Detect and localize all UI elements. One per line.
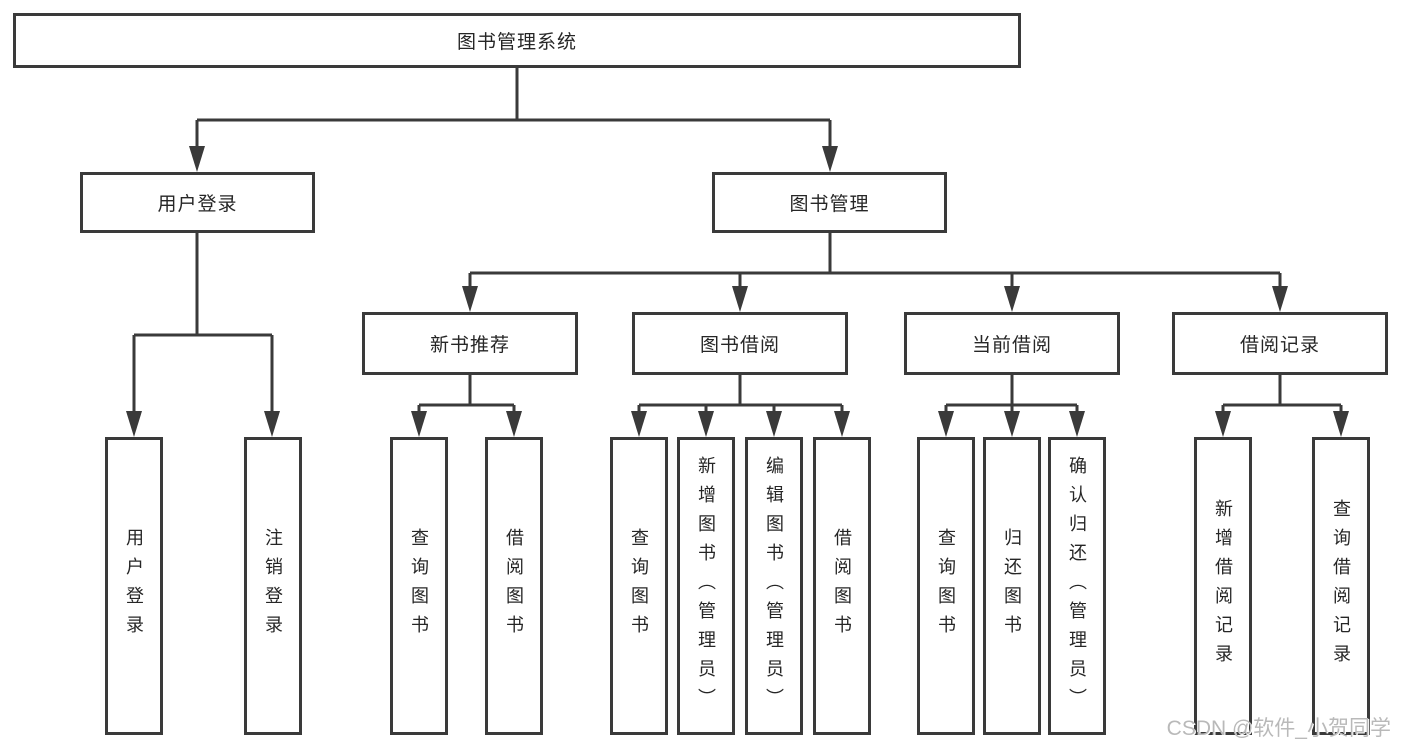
arrow-head [1215,411,1231,437]
arrow-head [938,411,954,437]
arrow-head [732,286,748,312]
connector-path [468,233,1282,290]
node-borrow-records: 借阅记录 [1172,312,1388,375]
node-label: 注销登录 [263,528,283,644]
leaf-confirm-return-admin: 确认归还（管理员） [1048,437,1106,735]
node-label: 借阅图书 [832,528,852,644]
connector-path [1221,375,1343,415]
arrow-head [834,411,850,437]
arrow-head [462,286,478,312]
node-label: 查询图书 [936,528,956,644]
node-label: 图书管理 [789,194,870,215]
arrow-head [1272,286,1288,312]
node-label: 当前借阅 [971,335,1052,356]
node-label: 图书管理系统 [456,32,577,53]
leaf-query-books-current: 查询图书 [917,437,975,735]
arrow-head [766,411,782,437]
node-label: 用户登录 [157,194,238,215]
node-label: 归还图书 [1002,528,1022,644]
connector-path [195,68,832,150]
node-label: 查询图书 [409,528,429,644]
arrow-head [506,411,522,437]
leaf-add-borrow-record: 新增借阅记录 [1194,437,1252,735]
node-current-borrow: 当前借阅 [904,312,1120,375]
connector-path [944,375,1079,415]
node-library-system: 图书管理系统 [13,13,1021,68]
leaf-borrow-book: 借阅图书 [813,437,871,735]
leaf-query-borrow-record: 查询借阅记录 [1312,437,1370,735]
arrow-head [1333,411,1349,437]
arrow-head [1004,286,1020,312]
connector-path [132,233,274,415]
arrow-head [264,411,280,437]
arrow-head [411,411,427,437]
leaf-return-book: 归还图书 [983,437,1041,735]
node-label: 借阅记录 [1239,335,1320,356]
node-new-book-recommend: 新书推荐 [362,312,578,375]
arrow-head [1069,411,1085,437]
arrow-head [1004,411,1020,437]
leaf-query-books-recommend: 查询图书 [390,437,448,735]
leaf-query-books-borrow: 查询图书 [610,437,668,735]
leaf-add-book-admin: 新增图书（管理员） [677,437,735,735]
node-label: 编辑图书（管理员） [764,455,784,717]
node-label: 新增借阅记录 [1213,499,1233,673]
arrow-head [189,146,205,172]
node-book-borrow: 图书借阅 [632,312,848,375]
node-label: 查询图书 [629,528,649,644]
leaf-edit-book-admin: 编辑图书（管理员） [745,437,803,735]
leaf-user-login: 用户登录 [105,437,163,735]
leaf-borrow-book-recommend: 借阅图书 [485,437,543,735]
arrow-head [698,411,714,437]
node-user-login: 用户登录 [80,172,315,233]
leaf-logout: 注销登录 [244,437,302,735]
node-label: 图书借阅 [699,335,780,356]
arrow-head [822,146,838,172]
arrow-head [631,411,647,437]
node-label: 借阅图书 [504,528,524,644]
node-label: 新书推荐 [429,335,510,356]
node-label: 确认归还（管理员） [1067,455,1087,717]
node-label: 查询借阅记录 [1331,499,1351,673]
node-label: 用户登录 [124,528,144,644]
connector-path [637,375,844,415]
arrow-head [126,411,142,437]
node-label: 新增图书（管理员） [696,455,716,717]
watermark: CSDN @软件_小贺同学 [1166,717,1391,740]
node-book-management: 图书管理 [712,172,947,233]
connector-path [417,375,516,415]
